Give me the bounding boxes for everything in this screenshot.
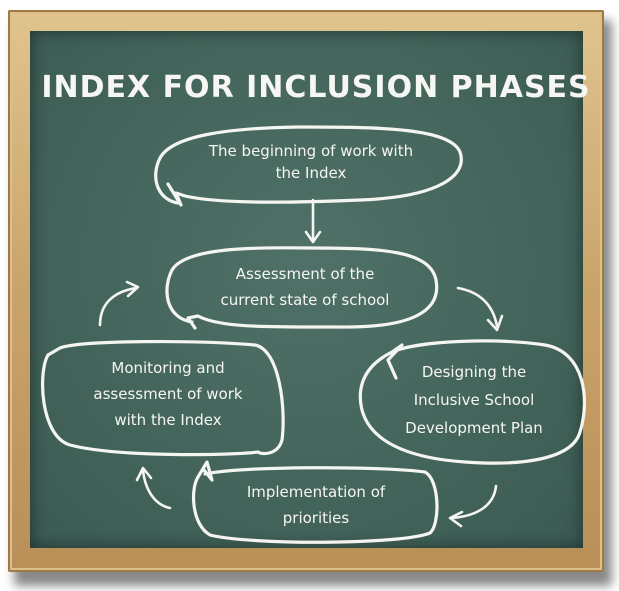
node-label-line: Development Plan [405,419,543,437]
arrow-implementation-to-monitoring [135,466,172,510]
node-outline [41,339,285,457]
node-outline [358,339,586,465]
node-monitoring: Monitoring and assessment of work with t… [41,339,285,457]
node-label-line: Monitoring and [111,359,224,377]
node-label-line: Inclusive School [414,391,535,409]
node-label-line: current state of school [221,291,390,309]
node-beginning: The beginning of work with the Index [154,125,463,207]
node-label-line: the Index [276,164,347,182]
node-implementation: Implementation of priorities [191,460,439,544]
arrow-designing-to-implementation [448,484,498,528]
node-outline [165,246,439,330]
node-label-line: Assessment of the [236,265,375,283]
arrow-shaft [450,484,498,520]
node-assessment: Assessment of the current state of schoo… [165,246,439,330]
arrow-assessment-to-designing [456,286,504,332]
node-label-line: with the Index [114,411,221,429]
node-label-line: Designing the [422,363,526,381]
arrow-shaft [456,286,499,328]
node-label-line: Implementation of [247,483,386,501]
node-outline [191,460,439,544]
arrow-shaft [98,286,138,327]
arrow-head [304,230,322,244]
node-outline [154,125,463,207]
node-designing: Designing the Inclusive School Developme… [358,339,586,465]
node-label-line: assessment of work [93,385,243,403]
arrow-head [448,510,464,528]
arrow-head [135,466,153,482]
arrow-head [486,314,504,332]
node-label-line: The beginning of work with [208,142,413,160]
arrow-beginning-to-assessment [304,198,322,244]
arrow-monitoring-to-assessment [98,280,140,327]
arrow-shaft [141,468,172,510]
diagram-title: INDEX FOR INCLUSION PHASES [41,70,590,105]
arrow-head [125,280,140,298]
node-label-line: priorities [283,509,350,527]
